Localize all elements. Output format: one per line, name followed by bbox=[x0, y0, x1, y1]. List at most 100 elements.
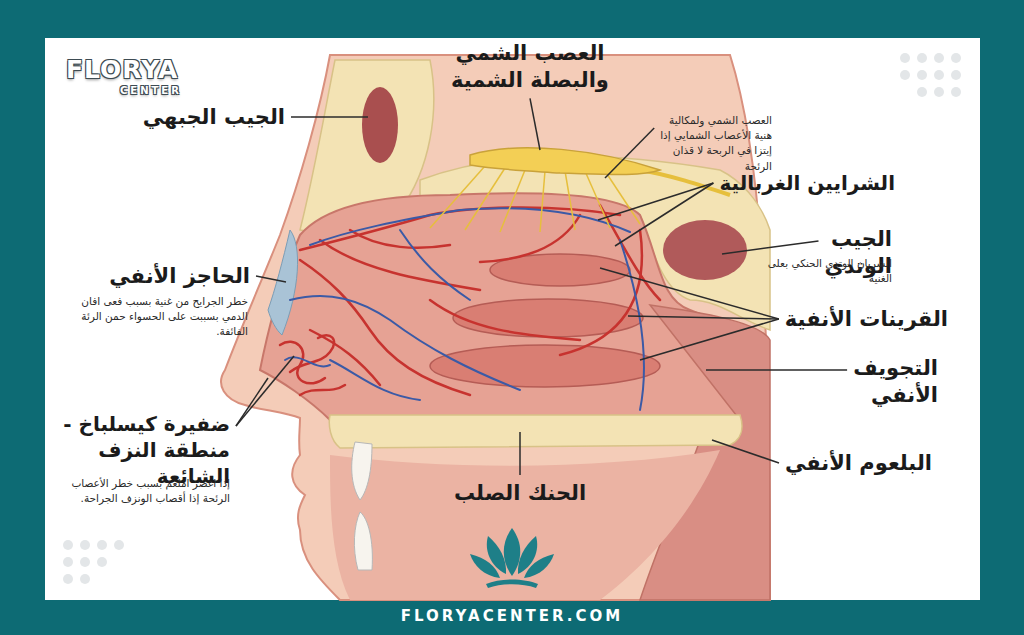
leader-lines bbox=[291, 116, 368, 118]
leader-lines bbox=[236, 356, 294, 426]
website-watermark: FLORYACENTER.COM bbox=[262, 607, 762, 627]
label-anchor: البلعوم الأنفي bbox=[780, 450, 932, 477]
leader-lines bbox=[712, 440, 779, 463]
label-anchor: العصب الشمي والبصلة الشمية bbox=[415, 40, 645, 95]
label-anchor: CENTER bbox=[120, 84, 200, 99]
note-text: خطر الجرايح من غنية بسبب فعى افان الدمي … bbox=[58, 294, 248, 340]
blood-vessels bbox=[290, 296, 520, 390]
part-label: القرينات الأنفية bbox=[770, 306, 948, 333]
olfactory-nerve bbox=[585, 171, 610, 228]
sphenoid-sinus bbox=[663, 220, 747, 280]
leader-lines bbox=[600, 268, 779, 319]
label-anchor: FLORYACENTER.COM bbox=[262, 607, 762, 627]
brand-logo bbox=[504, 528, 521, 576]
note-text: العصب الشمي ولمكالية هنية الأعصاب الشماي… bbox=[650, 113, 772, 174]
decor-dots bbox=[63, 540, 73, 550]
blood-vessels bbox=[560, 230, 642, 355]
part-label: الحاجز الأنفي bbox=[100, 263, 250, 290]
blood-vessels bbox=[430, 300, 580, 340]
olfactory-nerve bbox=[430, 166, 730, 232]
blood-vessels bbox=[300, 385, 345, 395]
label-anchor: الحاجز الأنفي bbox=[100, 263, 250, 290]
decor-dots bbox=[934, 70, 944, 80]
olfactory-nerve bbox=[430, 166, 485, 228]
label-anchor: التجويف الأنفي bbox=[780, 355, 938, 410]
decor-dots bbox=[80, 574, 90, 584]
middle-turbinate bbox=[453, 299, 643, 337]
blood-vessels bbox=[350, 230, 450, 248]
olfactory-nerve bbox=[500, 170, 525, 232]
label-anchor: FLORYA bbox=[66, 54, 196, 87]
nasal-cavity bbox=[260, 193, 740, 420]
hard-palate-bone bbox=[329, 415, 742, 448]
decor-dots bbox=[97, 557, 107, 567]
label-anchor: القرينات الأنفية bbox=[770, 306, 948, 333]
blood-vessels bbox=[330, 360, 420, 400]
label-anchor: الحنك الصلب bbox=[440, 480, 600, 507]
brand-logo bbox=[470, 554, 500, 578]
decor-dots bbox=[951, 87, 961, 97]
olfactory-nerve bbox=[465, 168, 505, 230]
leader-lines bbox=[605, 128, 654, 178]
decor-dots bbox=[951, 70, 961, 80]
blood-vessels bbox=[285, 208, 644, 410]
white-panel bbox=[45, 38, 980, 600]
label-anchor: العصب الشمي ولمكالية هنية الأعصاب الشماي… bbox=[650, 113, 772, 174]
decor-dots bbox=[934, 53, 944, 63]
label-anchor: الشريان الوتدي الحنكي بعلى الغنية bbox=[758, 256, 892, 286]
brand-logo bbox=[486, 580, 538, 589]
blood-vessels bbox=[280, 205, 660, 395]
olfactory-nerve bbox=[565, 171, 575, 230]
label-anchor: خطر الجرايح من غنية بسبب فعى افان الدمي … bbox=[58, 294, 248, 340]
decor-dots bbox=[114, 540, 124, 550]
part-label: العصب الشمي والبصلة الشمية bbox=[415, 40, 645, 95]
part-label: الجيب الجبهي bbox=[135, 104, 285, 131]
decor-dots bbox=[917, 53, 927, 63]
leader-lines bbox=[519, 432, 521, 475]
blood-vessels bbox=[600, 205, 660, 300]
brand-logo bbox=[524, 554, 554, 578]
note-text: الشريان الوتدي الحنكي بعلى الغنية bbox=[758, 256, 892, 286]
blood-vessels bbox=[310, 330, 380, 385]
brand-subtitle: CENTER bbox=[120, 84, 200, 99]
decor-dots bbox=[80, 540, 90, 550]
leader-lines bbox=[530, 98, 540, 150]
leader-lines bbox=[640, 319, 779, 360]
label-anchor: إذا اغضر املعم بسبب خطر الأعصاب الرئحة إ… bbox=[68, 476, 230, 506]
leader-lines bbox=[256, 276, 286, 282]
oral-tissue bbox=[330, 450, 720, 600]
blood-vessels bbox=[310, 208, 630, 245]
brand-name: FLORYA bbox=[66, 54, 196, 87]
label-anchor: الجيب الجبهي bbox=[135, 104, 285, 131]
olfactory-nerve bbox=[430, 148, 730, 232]
olfactory-nerve bbox=[540, 171, 545, 232]
septal-cartilage bbox=[268, 230, 298, 335]
decor-dots bbox=[917, 87, 927, 97]
lower-tooth bbox=[354, 512, 372, 570]
blood-vessels bbox=[280, 342, 325, 384]
leader-lines bbox=[236, 378, 268, 426]
upper-tooth bbox=[352, 442, 372, 500]
part-label: التجويف الأنفي bbox=[780, 355, 938, 410]
decor-dots bbox=[900, 70, 910, 80]
olfactory-nerve bbox=[640, 170, 730, 195]
blood-vessels bbox=[620, 240, 644, 410]
label-anchor: الشرايين الغربالية bbox=[680, 170, 895, 196]
leader-lines bbox=[628, 316, 779, 319]
frontal-sinus bbox=[362, 87, 398, 163]
blood-vessels bbox=[400, 230, 470, 300]
leader-lines bbox=[598, 183, 713, 220]
leader-lines bbox=[615, 183, 713, 246]
part-label: الشرايين الغربالية bbox=[680, 170, 895, 196]
part-label: البلعوم الأنفي bbox=[780, 450, 932, 477]
decor-dots bbox=[934, 87, 944, 97]
leader-lines bbox=[722, 241, 819, 254]
decor-dots bbox=[80, 557, 90, 567]
brand-logo bbox=[470, 528, 554, 588]
decor-dots bbox=[63, 574, 73, 584]
decor-dots bbox=[900, 53, 910, 63]
blood-vessels bbox=[480, 215, 580, 262]
